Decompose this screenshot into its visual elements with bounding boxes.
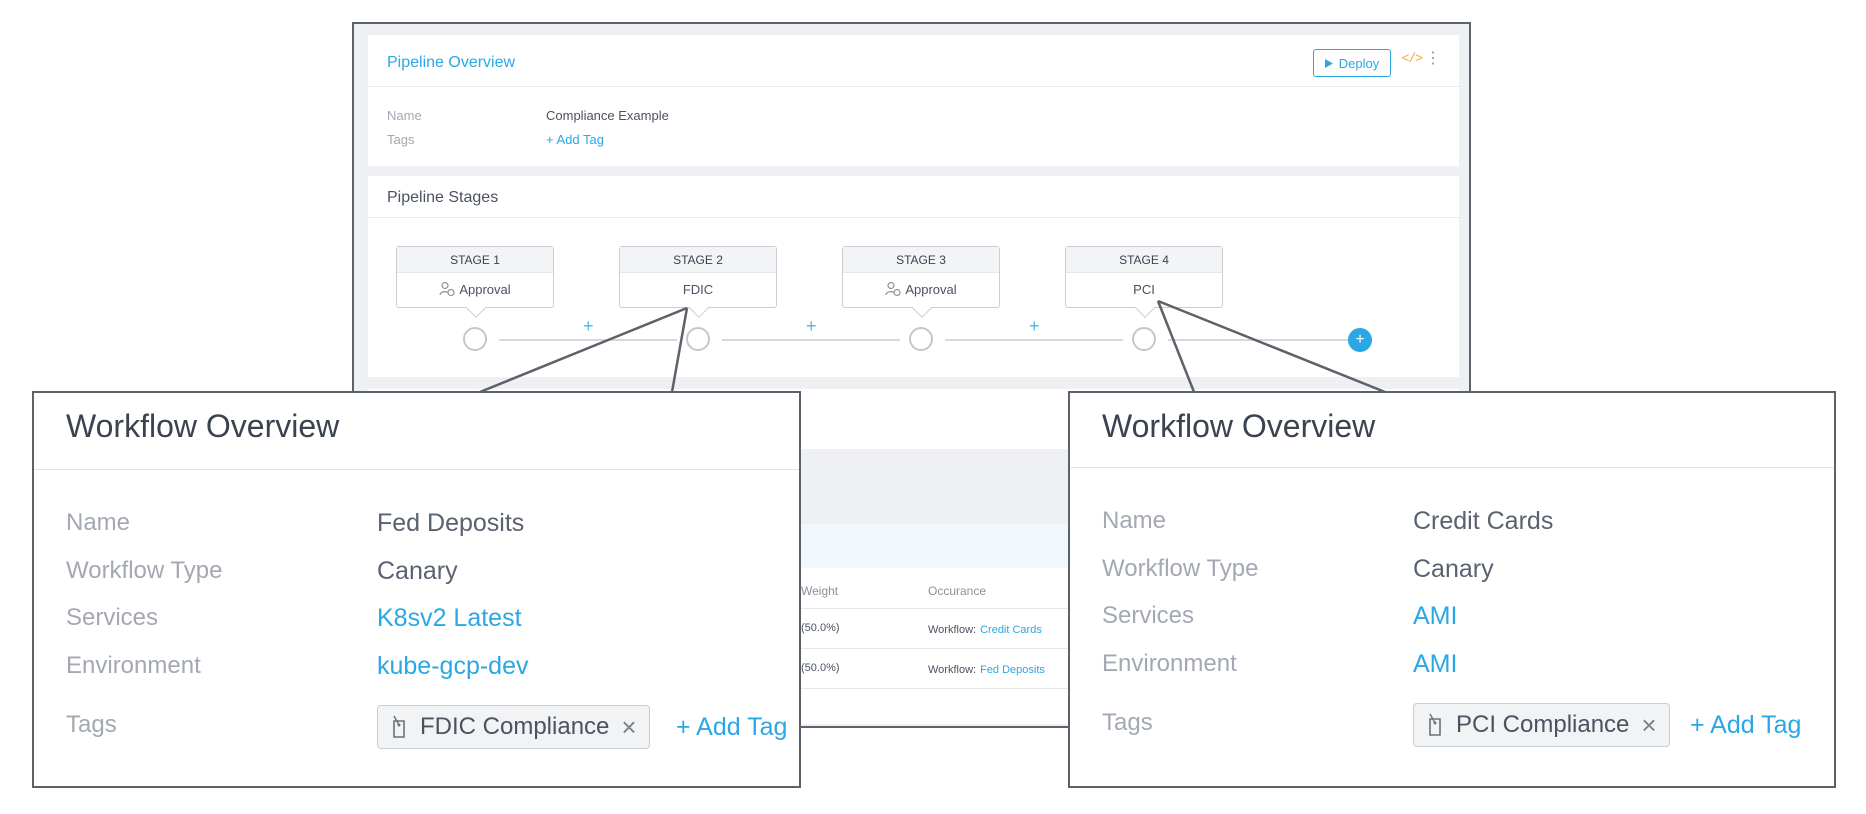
remove-tag-icon[interactable]: × bbox=[621, 711, 637, 742]
stage-name: STAGE 3 bbox=[843, 247, 999, 273]
environment-label: Environment bbox=[66, 652, 201, 679]
tag-chip-fdic: FDIC Compliance × bbox=[377, 705, 650, 749]
stage-node[interactable] bbox=[1132, 327, 1156, 351]
stage-type: FDIC bbox=[682, 282, 714, 297]
deploy-button[interactable]: Deploy bbox=[1313, 49, 1391, 77]
environment-link[interactable]: AMI bbox=[1413, 650, 1458, 678]
workflow-type-value: Canary bbox=[377, 557, 458, 585]
services-label: Services bbox=[1102, 602, 1195, 629]
stage-node[interactable] bbox=[909, 327, 933, 351]
pipeline-name-value: Compliance Example bbox=[546, 108, 669, 123]
deploy-label: Deploy bbox=[1338, 55, 1380, 71]
tag-icon bbox=[1429, 713, 1441, 736]
stage-connector bbox=[722, 339, 900, 341]
pipeline-overview-card: Pipeline Overview Deploy </> ⋮ Name Comp… bbox=[368, 35, 1459, 166]
tag-chip-pci: PCI Compliance × bbox=[1413, 703, 1670, 747]
insert-stage-button[interactable]: + bbox=[806, 316, 817, 336]
add-tag-link[interactable]: + Add Tag bbox=[1690, 711, 1802, 739]
workflow-overview-fdic: Workflow Overview Name Fed Deposits Work… bbox=[32, 391, 801, 788]
workflow-overview-pci: Workflow Overview Name Credit Cards Work… bbox=[1068, 391, 1836, 788]
stage-name: STAGE 1 bbox=[397, 247, 553, 273]
name-label: Name bbox=[387, 108, 422, 123]
row-weight: (50.0%) bbox=[801, 662, 840, 674]
column-header-occurance: Occurance bbox=[928, 584, 987, 598]
panel-title: Workflow Overview bbox=[66, 408, 340, 444]
add-tag-link[interactable]: + Add Tag bbox=[546, 132, 604, 147]
more-options-icon[interactable]: ⋮ bbox=[1425, 50, 1441, 67]
stage-type: PCI bbox=[1133, 282, 1155, 297]
pipeline-stages-title: Pipeline Stages bbox=[387, 189, 499, 206]
stage-card-2[interactable]: STAGE 2 FDIC bbox=[619, 246, 777, 318]
name-label: Name bbox=[1102, 507, 1167, 534]
column-header-weight: Weight bbox=[801, 584, 839, 598]
environment-link[interactable]: kube-gcp-dev bbox=[377, 652, 529, 680]
stage-card-1[interactable]: STAGE 1 Approval bbox=[396, 246, 554, 318]
services-label: Services bbox=[66, 604, 159, 631]
stage-card-3[interactable]: STAGE 3 Approval bbox=[842, 246, 1000, 318]
stage-type: Approval bbox=[905, 282, 957, 297]
remove-tag-icon[interactable]: × bbox=[1641, 709, 1657, 740]
insert-stage-button[interactable]: + bbox=[583, 316, 594, 336]
workflow-type-value: Canary bbox=[1413, 555, 1494, 583]
environment-label: Environment bbox=[1102, 650, 1237, 677]
tag-label: FDIC Compliance bbox=[420, 713, 610, 740]
code-icon[interactable]: </> bbox=[1401, 51, 1423, 66]
services-link[interactable]: AMI bbox=[1413, 602, 1458, 630]
stage-node[interactable] bbox=[463, 327, 487, 351]
approval-icon bbox=[885, 281, 901, 297]
services-link[interactable]: K8sv2 Latest bbox=[377, 604, 522, 632]
tags-label: Tags bbox=[387, 132, 415, 147]
play-icon bbox=[1324, 58, 1333, 68]
table-row: Workflow:Fed Deposits bbox=[928, 664, 1045, 676]
name-label: Name bbox=[66, 509, 131, 536]
tag-label: PCI Compliance bbox=[1456, 711, 1630, 738]
add-stage-button[interactable]: + bbox=[1348, 328, 1372, 352]
pipeline-stages-header: Pipeline Stages bbox=[368, 176, 1459, 218]
add-tag-link[interactable]: + Add Tag bbox=[676, 713, 788, 741]
workflow-type-label: Workflow Type bbox=[66, 557, 223, 584]
workflow-link[interactable]: Fed Deposits bbox=[980, 664, 1045, 676]
stage-node[interactable] bbox=[686, 327, 710, 351]
stage-card-4[interactable]: STAGE 4 PCI bbox=[1065, 246, 1223, 318]
pipeline-stages-card: Pipeline Stages STAGE 1 Approval STAGE 2… bbox=[368, 176, 1459, 377]
workflow-name-value: Fed Deposits bbox=[377, 509, 525, 537]
row-weight: (50.0%) bbox=[801, 622, 840, 634]
pipeline-overview-title: Pipeline Overview bbox=[387, 54, 516, 71]
tag-icon bbox=[393, 715, 405, 738]
approval-icon bbox=[439, 281, 455, 297]
tags-label: Tags bbox=[1102, 709, 1153, 736]
stage-name: STAGE 4 bbox=[1066, 247, 1222, 273]
stage-type: Approval bbox=[459, 282, 511, 297]
stage-name: STAGE 2 bbox=[620, 247, 776, 273]
workflow-link[interactable]: Credit Cards bbox=[980, 624, 1042, 636]
pipeline-overview-header: Pipeline Overview Deploy </> ⋮ bbox=[368, 35, 1459, 87]
tags-label: Tags bbox=[66, 711, 117, 738]
stage-connector bbox=[499, 339, 677, 341]
panel-title: Workflow Overview bbox=[1102, 408, 1376, 444]
workflow-name-value: Credit Cards bbox=[1413, 507, 1554, 535]
workflow-type-label: Workflow Type bbox=[1102, 555, 1259, 582]
insert-stage-button[interactable]: + bbox=[1029, 316, 1040, 336]
table-row: Workflow:Credit Cards bbox=[928, 624, 1042, 636]
stage-connector bbox=[945, 339, 1123, 341]
